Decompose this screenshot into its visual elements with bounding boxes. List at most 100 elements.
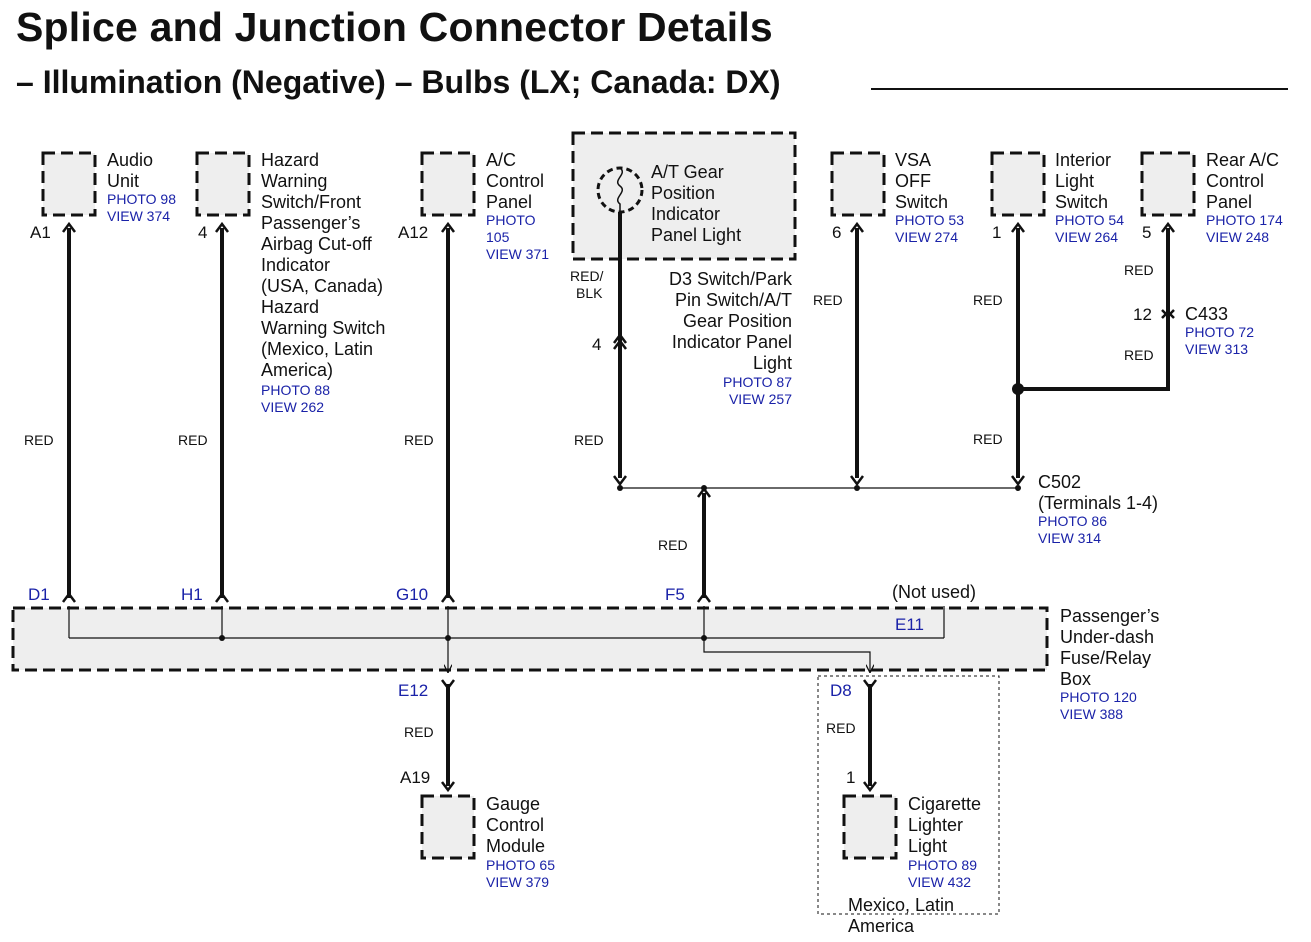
svg-text:PHOTO 65: PHOTO 65	[486, 857, 555, 873]
svg-text:VIEW 264: VIEW 264	[1055, 229, 1118, 245]
svg-text:H1: H1	[181, 585, 203, 604]
svg-text:PHOTO 174: PHOTO 174	[1206, 212, 1283, 228]
svg-text:VIEW 374: VIEW 374	[107, 208, 170, 224]
audio-unit-box	[41, 151, 97, 217]
svg-text:RED: RED	[178, 432, 208, 448]
svg-text:VIEW 379: VIEW 379	[486, 874, 549, 890]
svg-text:4: 4	[592, 335, 601, 354]
svg-text:RED: RED	[24, 432, 54, 448]
svg-text:VIEW 257: VIEW 257	[729, 391, 792, 407]
svg-text:PHOTO 72: PHOTO 72	[1185, 324, 1254, 340]
svg-text:RED: RED	[574, 432, 604, 448]
svg-text:VIEW 248: VIEW 248	[1206, 229, 1269, 245]
vsa-switch-box	[830, 151, 886, 217]
svg-text:PHOTO 87: PHOTO 87	[723, 374, 792, 390]
svg-text:RED: RED	[1124, 262, 1154, 278]
svg-text:(Not used): (Not used)	[892, 582, 976, 602]
c433-label: 12 C433 PHOTO 72 VIEW 313	[1133, 304, 1254, 357]
cig-lighter-box	[842, 794, 898, 860]
svg-text:E12: E12	[398, 681, 428, 700]
svg-text:VIEW 432: VIEW 432	[908, 874, 971, 890]
c502-label: C502(Terminals 1-4) PHOTO 86 VIEW 314 RE…	[658, 472, 1158, 553]
svg-text:F5: F5	[665, 585, 685, 604]
svg-text:12: 12	[1133, 305, 1152, 324]
svg-text:PHOTO 89: PHOTO 89	[908, 857, 977, 873]
subtitle-bar: – Illumination (Negative) – Bulbs (LX; C…	[16, 64, 1288, 110]
svg-text:4: 4	[198, 223, 207, 242]
svg-text:105: 105	[486, 229, 510, 245]
interior-light-box	[990, 151, 1046, 217]
svg-text:Hazard Warning Swi: Hazard Warning Switch/Front Passenger’s …	[261, 150, 390, 380]
svg-text:6: 6	[832, 223, 841, 242]
page-subtitle: – Illumination (Negative) – Bulbs (LX; C…	[16, 64, 781, 100]
wire-rear-ac	[1018, 228, 1170, 391]
hazard-switch-box	[195, 151, 251, 217]
svg-text:RED: RED	[404, 724, 434, 740]
svg-text:5: 5	[1142, 223, 1151, 242]
fuse-box	[11, 606, 1049, 672]
page-title: Splice and Junction Connector Details	[16, 4, 773, 50]
svg-text:RED: RED	[1124, 347, 1154, 363]
svg-text:A19: A19	[400, 768, 430, 787]
svg-text:VIEW 371: VIEW 371	[486, 246, 549, 262]
svg-text:A12: A12	[398, 223, 428, 242]
rear-ac-box	[1140, 151, 1196, 217]
svg-text:VIEW 313: VIEW 313	[1185, 341, 1248, 357]
svg-text:D1: D1	[28, 585, 50, 604]
svg-text:VIEW 314: VIEW 314	[1038, 530, 1101, 546]
pin-a1: A1	[30, 223, 51, 242]
splice-dot	[1012, 383, 1024, 395]
region-outline	[817, 675, 1000, 915]
ac-control-box	[420, 151, 476, 217]
svg-text:RED: RED	[404, 432, 434, 448]
svg-text:C502(Terminals 1-4): C502(Terminals 1-4)	[1038, 472, 1158, 513]
svg-text:VIEW 274: VIEW 274	[895, 229, 958, 245]
hazard-switch-label: Hazard Warning Switch/Front Passenger’s …	[178, 150, 390, 448]
svg-text:VIEW 262: VIEW 262	[261, 399, 324, 415]
svg-text:E11: E11	[895, 615, 924, 634]
svg-text:D8: D8	[830, 681, 852, 700]
svg-text:PHOTO: PHOTO	[486, 212, 536, 228]
svg-text:C433: C433	[1185, 304, 1228, 324]
at-gear-light-box	[571, 131, 797, 261]
svg-text:RED: RED	[826, 720, 856, 736]
svg-text:PHOTO 54: PHOTO 54	[1055, 212, 1124, 228]
svg-text:PHOTO 120: PHOTO 120	[1060, 689, 1137, 705]
svg-text:RED/BLK: RED/BLK	[570, 268, 604, 301]
svg-text:PHOTO 86: PHOTO 86	[1038, 513, 1107, 529]
fuse-box-label: D1 H1 G10 F5 (Not used) E11 E12 D8 Passe…	[28, 582, 1159, 722]
svg-text:G10: G10	[396, 585, 428, 604]
svg-text:PHOTO 88: PHOTO 88	[261, 382, 330, 398]
svg-text:PHOTO 98: PHOTO 98	[107, 191, 176, 207]
gauge-module-box	[420, 794, 476, 860]
svg-text:PHOTO 53: PHOTO 53	[895, 212, 964, 228]
svg-text:1: 1	[846, 768, 855, 787]
svg-text:RED: RED	[813, 292, 843, 308]
title-rule	[871, 88, 1288, 90]
svg-text:RED: RED	[973, 292, 1003, 308]
svg-text:VIEW 388: VIEW 388	[1060, 706, 1123, 722]
svg-text:RED: RED	[973, 431, 1003, 447]
svg-text:1: 1	[992, 223, 1001, 242]
svg-text:RED: RED	[658, 537, 688, 553]
